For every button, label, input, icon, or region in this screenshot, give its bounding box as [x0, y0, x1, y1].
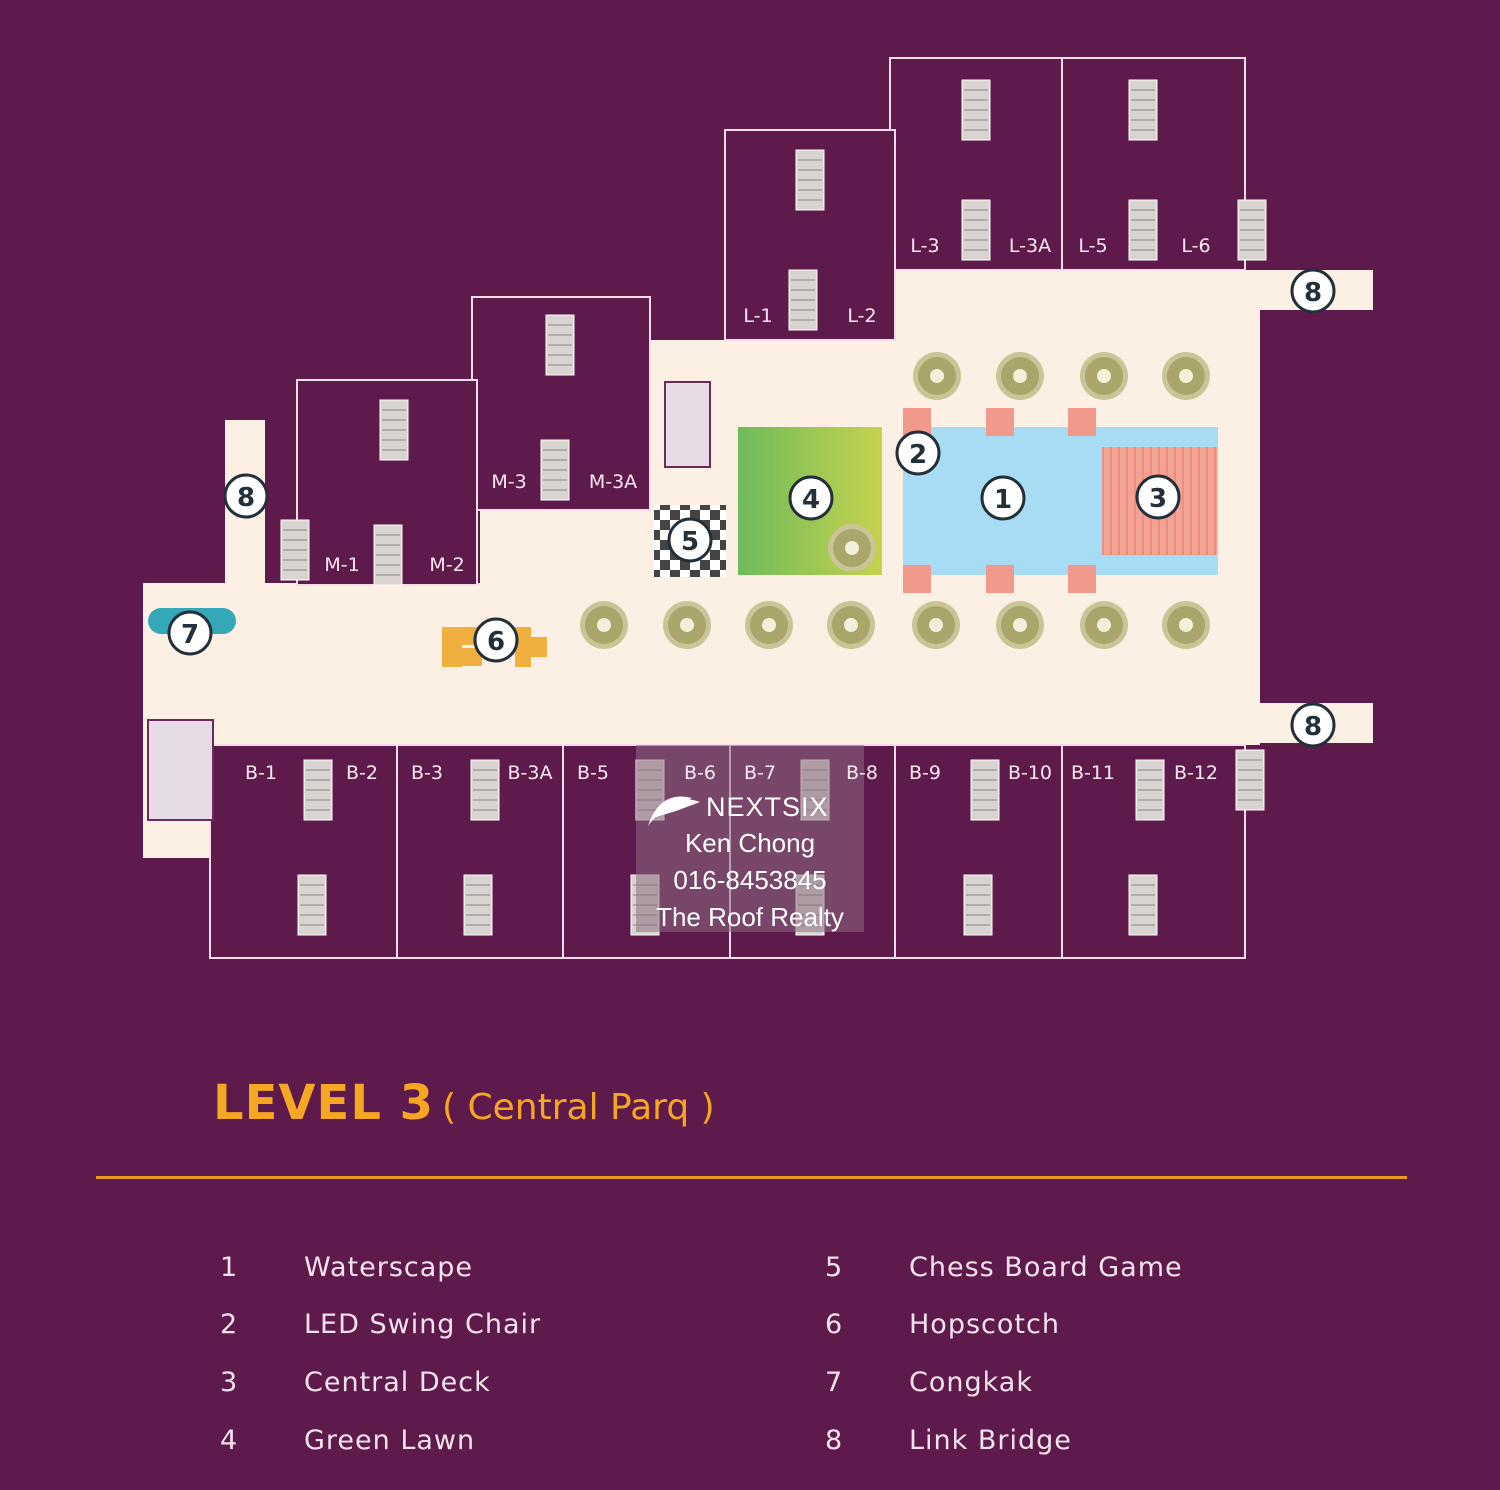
svg-text:The Roof Realty: The Roof Realty: [656, 902, 844, 932]
marker-1: 1: [980, 475, 1026, 521]
unit-label: B-7: [744, 762, 776, 784]
unit-label: L-2: [847, 305, 876, 327]
unit-label: L-3: [910, 235, 939, 257]
legend-number: 7: [825, 1367, 844, 1398]
legend-number: 1: [220, 1252, 239, 1283]
unit-label: M-1: [324, 554, 359, 576]
legend-label: Link Bridge: [909, 1425, 1072, 1456]
unit-label: L-3A: [1009, 235, 1051, 257]
unit-label: B-9: [909, 762, 941, 784]
floor-plan: NEXTSIX Ken Chong 016-8453845 The Roof R…: [143, 57, 1373, 959]
watermark: NEXTSIX Ken Chong 016-8453845 The Roof R…: [636, 745, 864, 932]
lift-core: [664, 381, 711, 468]
marker-6: 6: [473, 617, 519, 663]
amenity-markers: 1 2 3 4 5 6 7 8 8 8: [167, 268, 1336, 748]
svg-text:2: 2: [909, 440, 927, 470]
lift-core: [147, 719, 214, 821]
unit-label: L-5: [1078, 235, 1107, 257]
level-title: LEVEL 3: [213, 1075, 435, 1131]
unit-labels: L-1 L-2 L-3 L-3A L-5 L-6 M-3 M-3A M-1 M-…: [245, 235, 1218, 784]
unit-label: M-2: [429, 554, 464, 576]
svg-text:6: 6: [487, 627, 505, 657]
legend-label: Chess Board Game: [909, 1252, 1183, 1283]
marker-8: 8: [1290, 702, 1336, 748]
unit-label: B-3: [411, 762, 443, 784]
marker-2: 2: [895, 430, 941, 476]
legend-number: 8: [825, 1425, 844, 1456]
marker-3: 3: [1135, 474, 1181, 520]
marker-8: 8: [1290, 268, 1336, 314]
svg-text:8: 8: [1304, 712, 1322, 742]
unit-label: M-3A: [589, 471, 637, 493]
page-title: LEVEL 3( Central Parq ): [213, 1075, 715, 1131]
nextsix-logo-icon: [648, 796, 700, 826]
unit-label: B-12: [1174, 762, 1218, 784]
legend-label: Congkak: [909, 1367, 1033, 1398]
unit-label: L-6: [1181, 235, 1210, 257]
svg-text:Ken Chong: Ken Chong: [685, 828, 815, 858]
svg-text:016-8453845: 016-8453845: [673, 865, 826, 895]
unit-label: B-5: [577, 762, 609, 784]
unit-label: B-10: [1008, 762, 1052, 784]
unit-label: B-2: [346, 762, 378, 784]
unit-label: B-1: [245, 762, 277, 784]
marker-5: 5: [667, 517, 713, 563]
unit-label: B-3A: [508, 762, 553, 784]
unit-label: B-11: [1071, 762, 1115, 784]
svg-text:1: 1: [994, 485, 1012, 515]
legend-number: 2: [220, 1309, 239, 1340]
legend-number: 4: [220, 1425, 239, 1456]
legend-label: LED Swing Chair: [304, 1309, 542, 1340]
svg-text:3: 3: [1149, 484, 1167, 514]
svg-text:7: 7: [181, 620, 199, 650]
legend-number: 5: [825, 1252, 844, 1283]
svg-text:8: 8: [1304, 278, 1322, 308]
svg-text:8: 8: [237, 483, 255, 513]
unit-label: B-8: [846, 762, 878, 784]
marker-8: 8: [223, 473, 269, 519]
legend-label: Hopscotch: [909, 1309, 1060, 1340]
marker-4: 4: [788, 475, 834, 521]
legend-number: 6: [825, 1309, 844, 1340]
legend-label: Waterscape: [304, 1252, 474, 1283]
legend-number: 3: [220, 1367, 239, 1398]
unit-label: B-6: [684, 762, 716, 784]
divider: [96, 1176, 1407, 1179]
level-subtitle: ( Central Parq ): [442, 1087, 715, 1128]
unit-label: L-1: [743, 305, 772, 327]
svg-text:4: 4: [802, 485, 820, 515]
staircases: [147, 79, 1267, 936]
marker-7: 7: [167, 610, 213, 656]
swing-chairs: [903, 408, 1096, 593]
legend-label: Green Lawn: [304, 1425, 476, 1456]
legend-label: Central Deck: [304, 1367, 491, 1398]
svg-text:5: 5: [681, 527, 699, 557]
unit-label: M-3: [491, 471, 526, 493]
svg-text:NEXTSIX: NEXTSIX: [706, 792, 829, 822]
